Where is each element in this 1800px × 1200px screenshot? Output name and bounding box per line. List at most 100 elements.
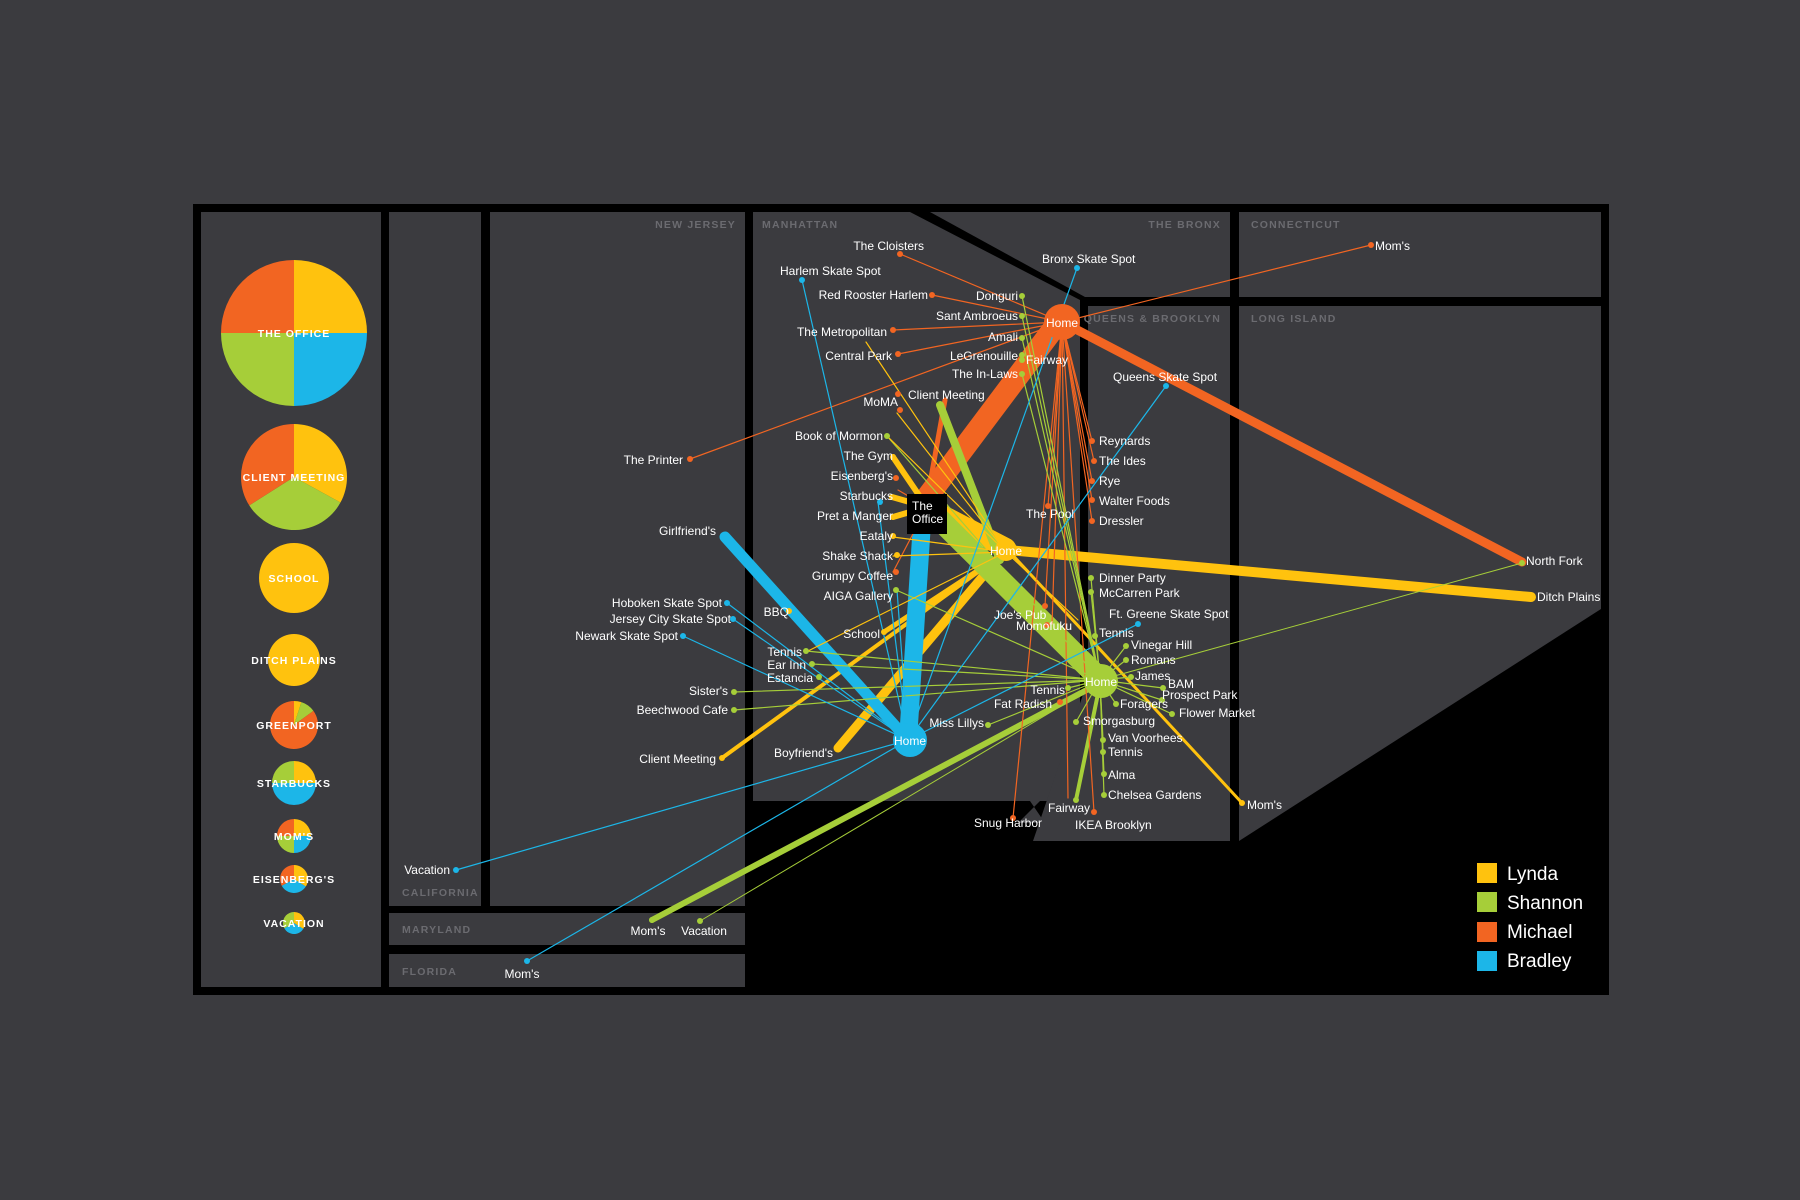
place-label-queens-skate: Queens Skate Spot (1113, 370, 1218, 384)
place-label-metropolitan: The Metropolitan (797, 325, 887, 339)
place-dot-newark[interactable] (680, 633, 686, 639)
place-dot-flower-market[interactable] (1169, 711, 1175, 717)
place-dot-aiga[interactable] (893, 587, 899, 593)
place-dot-dinner-party[interactable] (1088, 575, 1094, 581)
place-dot-ditch-plains[interactable] (1528, 594, 1534, 600)
place-dot-the-gym[interactable] (890, 454, 896, 460)
place-dot-grumpy[interactable] (893, 569, 899, 575)
place-dot-mccarren[interactable] (1088, 589, 1094, 595)
place-dot-fairway-b[interactable] (1073, 797, 1079, 803)
long-island-panel (1239, 306, 1601, 841)
place-dot-moms-md[interactable] (649, 917, 655, 923)
place-dot-tennis-nj[interactable] (803, 648, 809, 654)
place-dot-moms-fl[interactable] (524, 958, 530, 964)
pie-slice (272, 783, 316, 805)
place-dot-amali[interactable] (1019, 335, 1025, 341)
place-dot-bbq[interactable] (786, 608, 792, 614)
place-label-foragers: Foragers (1120, 697, 1168, 711)
place-dot-vinegar-hill[interactable] (1123, 643, 1129, 649)
place-dot-dressler[interactable] (1089, 518, 1095, 524)
place-dot-ikea[interactable] (1091, 809, 1097, 815)
place-dot-foragers[interactable] (1113, 701, 1119, 707)
place-dot-fairway-m[interactable] (1019, 357, 1025, 363)
place-dot-tennis-b1[interactable] (1092, 633, 1098, 639)
hub-office[interactable] (907, 494, 947, 534)
place-dot-snug-harbor[interactable] (1010, 815, 1016, 821)
region-label-maryland: MARYLAND (402, 924, 471, 936)
place-dot-client-meeting-m[interactable] (895, 391, 901, 397)
place-dot-north-fork[interactable] (1519, 560, 1525, 566)
place-dot-ear-inn[interactable] (809, 661, 815, 667)
place-dot-legrenouille[interactable] (1019, 352, 1025, 358)
place-dot-pret[interactable] (890, 514, 896, 520)
place-dot-miss-lilys[interactable] (985, 722, 991, 728)
place-dot-rye[interactable] (1089, 478, 1095, 484)
place-dot-estancia[interactable] (816, 674, 822, 680)
place-dot-bam[interactable] (1160, 685, 1166, 691)
place-label-reynards: Reynards (1099, 434, 1150, 448)
place-dot-vacation-ca[interactable] (453, 867, 459, 873)
place-dot-romans[interactable] (1123, 657, 1129, 663)
place-dot-girlfriends[interactable] (722, 534, 728, 540)
place-dot-boyfriends[interactable] (835, 745, 841, 751)
place-dot-joes-pub[interactable] (1042, 603, 1048, 609)
legend-swatch-bradley (1477, 951, 1497, 971)
place-dot-ft-greene[interactable] (1135, 621, 1141, 627)
place-dot-moms-li[interactable] (1239, 800, 1245, 806)
place-dot-moms-ct[interactable] (1368, 242, 1374, 248)
place-dot-the-pool[interactable] (1045, 503, 1051, 509)
place-dot-fat-radish[interactable] (1057, 699, 1063, 705)
hub-home-bradley[interactable] (893, 723, 927, 757)
place-dot-sant-ambroeus[interactable] (1019, 313, 1025, 319)
place-dot-the-printer[interactable] (687, 456, 693, 462)
place-dot-book-of-mormon[interactable] (884, 433, 890, 439)
place-dot-sisters[interactable] (731, 689, 737, 695)
place-dot-prospect[interactable] (1159, 697, 1165, 703)
place-dot-eisenbergs[interactable] (893, 475, 899, 481)
place-dot-jersey-city[interactable] (730, 616, 736, 622)
place-dot-reynards[interactable] (1089, 438, 1095, 444)
place-dot-bronx-skate[interactable] (1074, 265, 1080, 271)
place-dot-beechwood[interactable] (731, 707, 737, 713)
place-dot-van-voorhees[interactable] (1100, 737, 1106, 743)
place-label-client-meeting-m: Client Meeting (908, 388, 985, 402)
place-dot-tennis-b3[interactable] (1100, 749, 1106, 755)
place-label-central-park: Central Park (825, 349, 893, 363)
new-jersey-panel (490, 212, 745, 906)
hub-home-michael[interactable] (1044, 304, 1080, 340)
place-dot-chelsea-gardens[interactable] (1101, 792, 1107, 798)
legend-swatch-michael (1477, 922, 1497, 942)
hub-home-shannon[interactable] (1084, 664, 1118, 698)
place-dot-metropolitan[interactable] (890, 327, 896, 333)
pie-slice (294, 761, 316, 783)
place-dot-shake-shack[interactable] (894, 552, 900, 558)
place-dot-smorgasburg[interactable] (1073, 719, 1079, 725)
place-label-aiga: AIGA Gallery (824, 589, 893, 603)
place-dot-in-laws[interactable] (1019, 371, 1025, 377)
place-dot-eataly[interactable] (890, 533, 896, 539)
place-dot-walter[interactable] (1089, 497, 1095, 503)
place-dot-donguri[interactable] (1019, 293, 1025, 299)
edge-shannon-office-clientmeeting (936, 401, 1004, 564)
place-dot-client-meeting-nj[interactable] (719, 755, 725, 761)
hub-home-lynda[interactable] (995, 539, 1017, 561)
place-dot-starbucks[interactable] (877, 499, 883, 505)
place-dot-central-park[interactable] (895, 351, 901, 357)
place-dot-the-ides[interactable] (1091, 458, 1097, 464)
place-dot-harlem-skate[interactable] (799, 277, 805, 283)
place-dot-cloisters[interactable] (897, 251, 903, 257)
place-dot-vacation-md[interactable] (697, 918, 703, 924)
place-label-flower-market: Flower Market (1179, 706, 1256, 720)
place-label-tennis-b3: Tennis (1108, 745, 1143, 759)
place-dot-hoboken[interactable] (724, 600, 730, 606)
place-dot-tennis-b2[interactable] (1065, 685, 1071, 691)
place-label-dressler: Dressler (1099, 514, 1144, 528)
place-dot-red-rooster[interactable] (929, 292, 935, 298)
place-dot-queens-skate[interactable] (1163, 383, 1169, 389)
place-dot-school[interactable] (881, 629, 887, 635)
place-dot-james[interactable] (1128, 674, 1134, 680)
place-dot-momofuku[interactable] (1044, 622, 1050, 628)
place-label-bronx-skate: Bronx Skate Spot (1042, 252, 1136, 266)
place-dot-moma[interactable] (897, 407, 903, 413)
place-dot-alma[interactable] (1101, 771, 1107, 777)
